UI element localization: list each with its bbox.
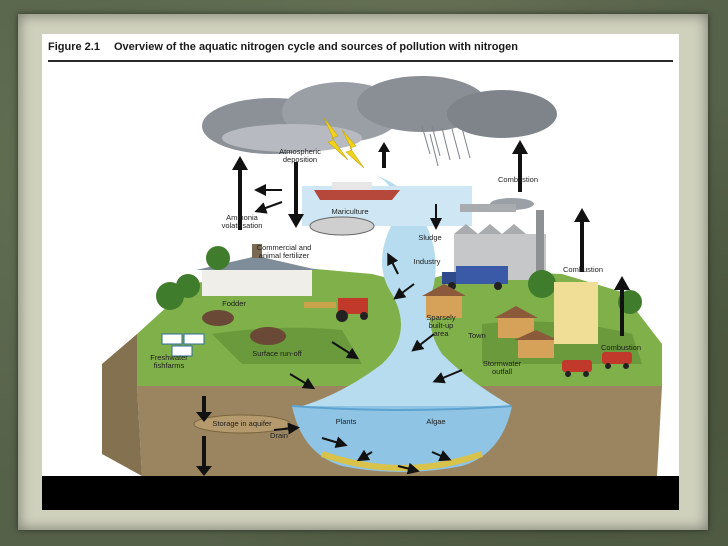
label-freshwater-fishfarms: Freshwater fishfarms <box>150 353 188 370</box>
label-sparsely-built-up: Sparsely built-up area <box>426 313 456 338</box>
figure-panel: Figure 2.1 Overview of the aquatic nitrog… <box>42 34 679 510</box>
cars <box>562 352 632 377</box>
label-ammonia-volatilisation: Ammonia volatilisation <box>221 213 263 230</box>
figure-number: Figure 2.1 <box>48 41 100 53</box>
figure-title: Figure 2.1 Overview of the aquatic nitrog… <box>48 40 673 62</box>
label-drain: Drain <box>270 431 288 440</box>
cattle <box>202 310 286 345</box>
tractor <box>304 298 368 322</box>
label-storage-in-aquifer: Storage in aquifer <box>212 419 272 428</box>
label-town: Town <box>468 331 486 340</box>
label-sludge: Sludge <box>418 233 442 242</box>
label-commercial-fertilizer: Commercial and animal fertilizer <box>256 243 312 260</box>
label-combustion-low: Combustion <box>600 343 642 352</box>
lightning-bolts <box>323 117 365 169</box>
town-houses <box>422 282 598 358</box>
flux-arrows-small <box>254 184 463 475</box>
mariculture-pen <box>309 216 375 236</box>
label-stormwater-outfall: Stormwater outfall <box>482 359 522 376</box>
bottom-black-band <box>42 476 679 510</box>
truck <box>442 266 508 290</box>
label-combustion-top: Combustion <box>497 175 539 184</box>
figure-caption: Overview of the aquatic nitrogen cycle a… <box>113 41 518 53</box>
flux-arrows-large <box>196 140 630 476</box>
ship <box>314 182 400 200</box>
label-atmospheric-deposition: Atmospheric deposition <box>279 147 321 164</box>
label-surface-run-off: Surface run-off <box>252 349 302 358</box>
label-algae: Algae <box>426 417 446 426</box>
trees <box>156 246 642 314</box>
label-mariculture: Mariculture <box>331 207 369 216</box>
label-plants: Plants <box>335 417 357 426</box>
nitrogen-cycle-illustration <box>102 76 662 476</box>
label-combustion-mid: Combustion <box>562 265 604 274</box>
rain-streaks <box>421 125 471 167</box>
fishfarm-ponds <box>161 333 205 357</box>
storm-clouds <box>202 76 557 154</box>
label-industry: Industry <box>413 257 441 266</box>
label-fodder: Fodder <box>222 299 246 308</box>
farm-buildings <box>196 244 318 296</box>
